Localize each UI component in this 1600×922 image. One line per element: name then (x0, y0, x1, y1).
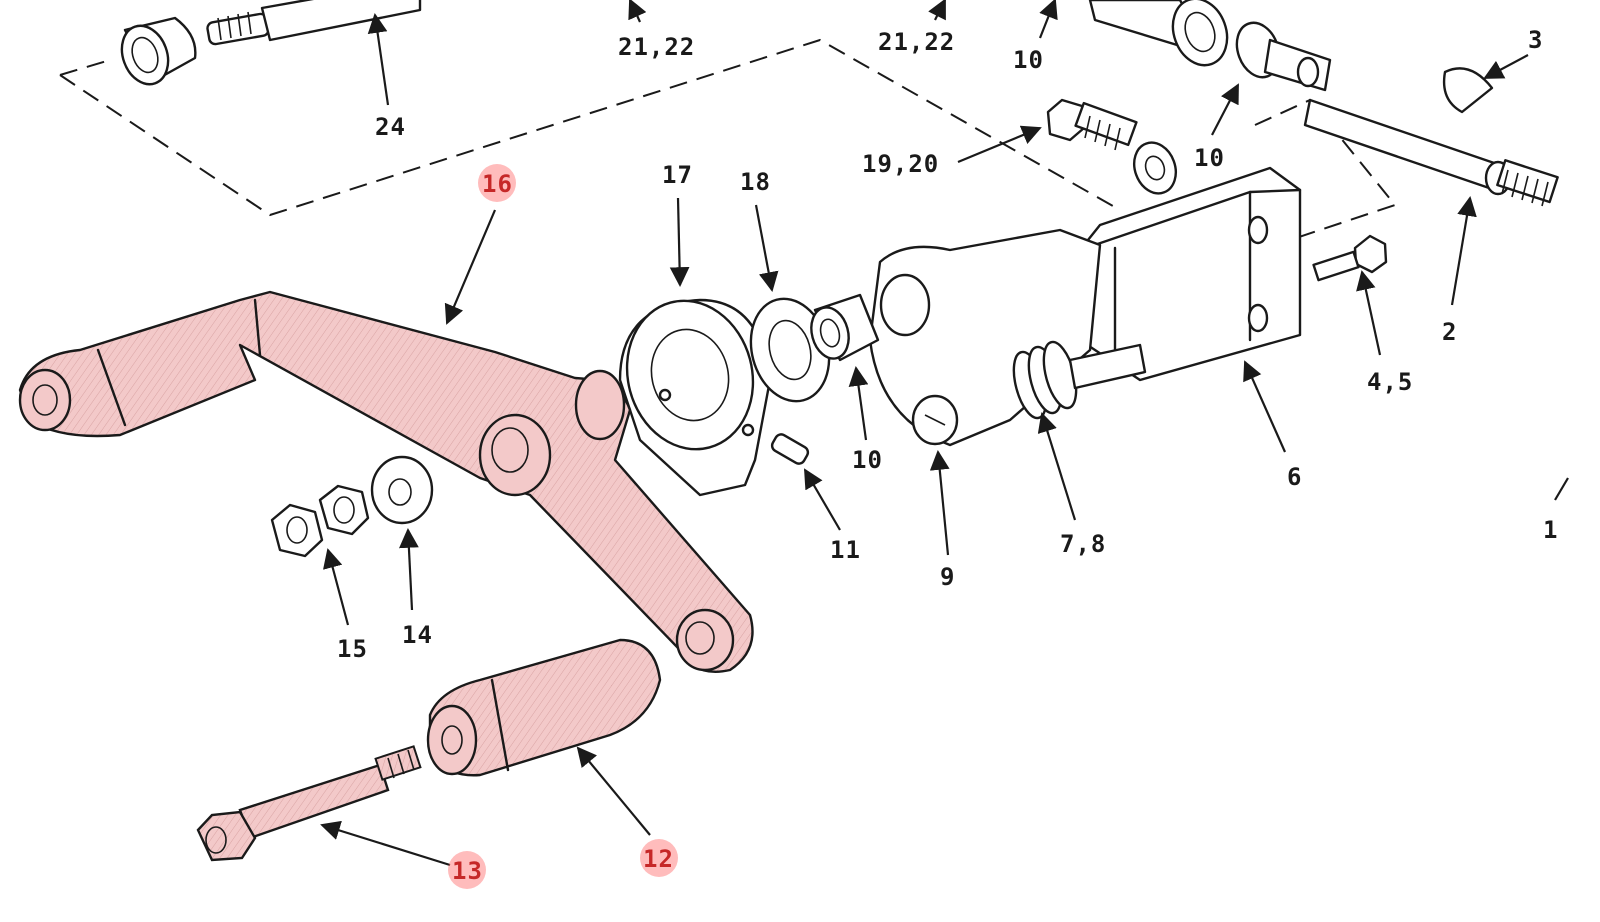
key-part-3 (1442, 67, 1494, 114)
highlight-marker-16 (478, 164, 516, 202)
label-18: 18 (740, 168, 771, 196)
label-21-22-b: 21,22 (878, 28, 955, 56)
label-3: 3 (1528, 26, 1543, 54)
bushing-part-10-low (810, 293, 880, 362)
screw-part-4-5 (1312, 234, 1388, 282)
bushing-part-top-left (120, 16, 197, 86)
shaft-part-2 (1303, 98, 1559, 207)
screw-part-13 (196, 745, 422, 862)
set-screw-part-11 (770, 433, 810, 465)
label-10-top: 10 (1013, 46, 1044, 74)
bracket-part-6 (868, 166, 1302, 447)
label-12: 12 (643, 845, 674, 873)
collar-part-17 (618, 298, 772, 497)
handle-part-12 (426, 638, 662, 777)
label-10-low: 10 (852, 446, 883, 474)
nut-part-15 (270, 484, 370, 558)
bolt-part-19-20 (1046, 98, 1177, 195)
label-21-22-a: 21,22 (618, 33, 695, 61)
label-10-mid: 10 (1194, 144, 1225, 172)
label-7-8: 7,8 (1060, 530, 1106, 558)
dashed-group-outline-right (1254, 98, 1397, 241)
label-19-20: 19,20 (862, 150, 939, 178)
highlight-marker-12 (640, 839, 678, 877)
washer-part-14 (370, 455, 434, 525)
label-16: 16 (482, 170, 513, 198)
lever-part-16 (18, 290, 754, 673)
highlight-marker-13 (448, 851, 486, 889)
label-6: 6 (1287, 463, 1302, 491)
label-15: 15 (337, 635, 368, 663)
label-11: 11 (830, 536, 861, 564)
part-labels: 24 21,22 21,22 10 3 10 19,20 16 17 18 2 … (337, 26, 1558, 885)
label-1: 1 (1543, 516, 1558, 544)
label-9: 9 (940, 563, 955, 591)
dashed-group-outline-left (59, 38, 1121, 217)
screw-part-24 (206, 0, 422, 46)
upper-shaft-assembly (1088, 0, 1332, 92)
label-14: 14 (402, 621, 433, 649)
label-24: 24 (375, 113, 406, 141)
leader-arrows (320, 0, 1569, 867)
label-13: 13 (452, 857, 483, 885)
label-4-5: 4,5 (1367, 368, 1413, 396)
label-17: 17 (662, 161, 693, 189)
label-2: 2 (1442, 318, 1457, 346)
